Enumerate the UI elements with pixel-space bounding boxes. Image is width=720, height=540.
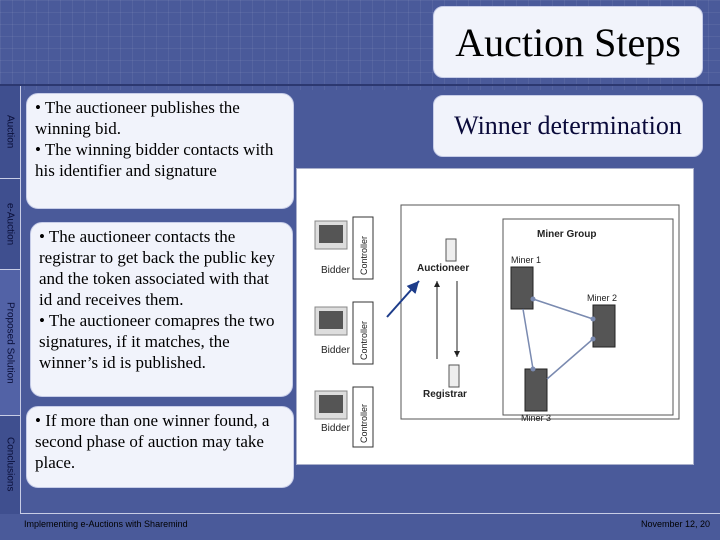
bidder-label: Bidder xyxy=(321,423,351,434)
sidebar-tab-label: Proposed Solution xyxy=(4,301,16,384)
miner1-label: Miner 1 xyxy=(511,255,541,265)
auction-architecture-diagram: Bidder Controller Bidder Controller Bidd… xyxy=(296,168,694,465)
bullet-text: • If more than one winner found, a secon… xyxy=(35,411,270,472)
winner-determination-label: Winner determination xyxy=(454,111,682,140)
bullet-box-publish: • The auctioneer publishes the winning b… xyxy=(26,93,294,209)
sidebar-tab-label: Conclusions xyxy=(4,437,16,492)
bullet-text: • The auctioneer comapres the two signat… xyxy=(39,311,275,372)
bidder-label: Bidder xyxy=(321,265,351,276)
controller-label: Controller xyxy=(359,236,369,275)
bidder-label: Bidder xyxy=(321,345,351,356)
controller-label: Controller xyxy=(359,404,369,443)
footer-date: November 12, 20 xyxy=(641,519,711,529)
header-divider xyxy=(0,84,720,86)
sidebar-tab-proposed-solution[interactable]: Proposed Solution xyxy=(0,270,20,416)
bullet-box-second-phase: • If more than one winner found, a secon… xyxy=(26,406,294,488)
auctioneer-server-icon xyxy=(445,238,457,262)
slide-title: Auction Steps xyxy=(455,19,681,65)
bullet-box-registrar: • The auctioneer contacts the registrar … xyxy=(30,222,293,397)
registrar-server-icon xyxy=(448,364,460,388)
footer-presentation-title: Implementing e-Auctions with Sharemind xyxy=(24,519,188,529)
bidder-unit-2: Bidder Controller xyxy=(314,301,374,365)
footer-divider xyxy=(20,513,720,514)
miner-group-label: Miner Group xyxy=(537,229,596,240)
slide-title-box: Auction Steps xyxy=(433,6,703,78)
sidebar-tab-auction[interactable]: Auction xyxy=(0,86,20,179)
diagram-svg: Bidder Controller Bidder Controller Bidd… xyxy=(314,204,680,448)
auctioneer-label: Auctioneer xyxy=(417,263,469,274)
controller-label: Controller xyxy=(359,321,369,360)
bidder-to-auctioneer-arrow xyxy=(386,280,420,318)
sidebar-tab-e-auction[interactable]: e-Auction xyxy=(0,179,20,270)
bullet-text: • The auctioneer contacts the registrar … xyxy=(39,227,276,309)
sidebar-tab-label: Auction xyxy=(4,115,16,149)
miner3-icon xyxy=(524,368,548,412)
section-sidebar: Auction e-Auction Proposed Solution Conc… xyxy=(0,86,21,514)
bidder-unit-1: Bidder Controller xyxy=(314,216,374,280)
bidder-unit-3: Bidder Controller xyxy=(314,386,374,448)
registrar-label: Registrar xyxy=(423,389,467,400)
miner2-label: Miner 2 xyxy=(587,293,617,303)
miner3-label: Miner 3 xyxy=(521,413,551,423)
bullet-text: • The winning bidder contacts with his i… xyxy=(35,140,274,180)
bullet-text: • The auctioneer publishes the winning b… xyxy=(35,98,240,138)
sidebar-tab-label: e-Auction xyxy=(4,202,16,246)
winner-determination-box: Winner determination xyxy=(433,95,703,157)
miner1-icon xyxy=(510,266,534,310)
miner2-icon xyxy=(592,304,616,348)
sidebar-tab-conclusions[interactable]: Conclusions xyxy=(0,416,20,513)
